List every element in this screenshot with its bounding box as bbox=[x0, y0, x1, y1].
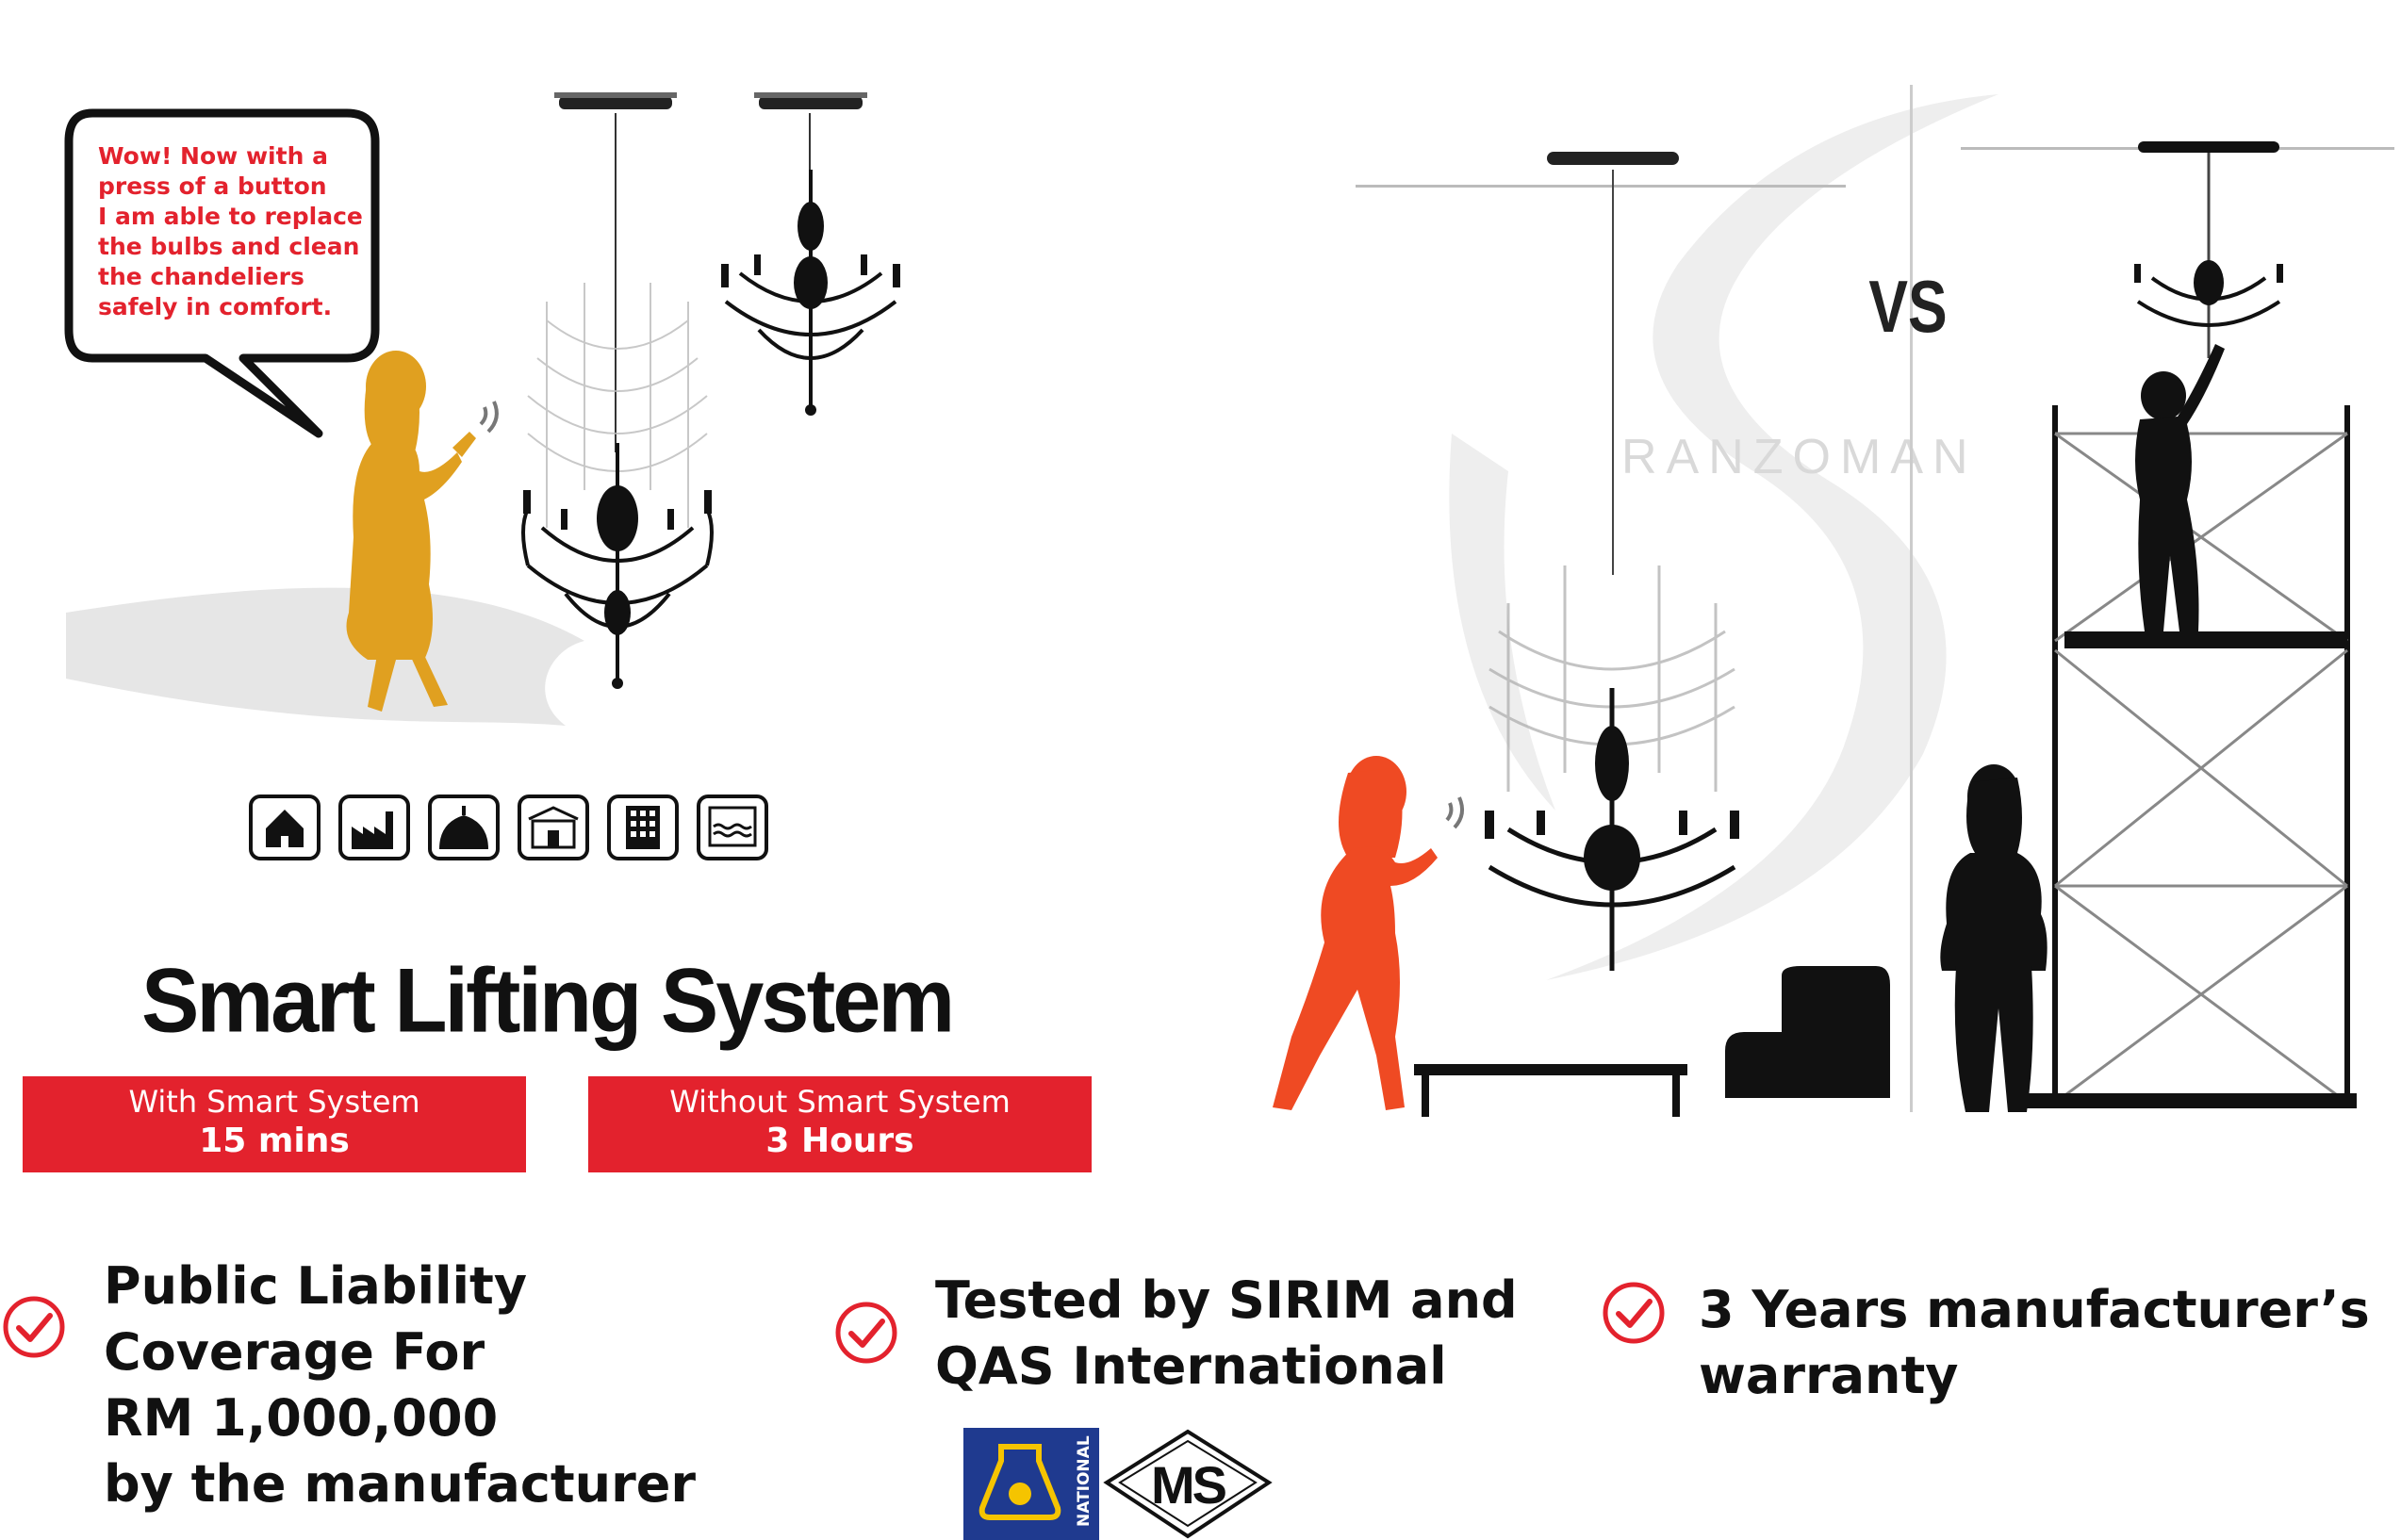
without-smart-system-value: 3 Hours bbox=[765, 1122, 914, 1160]
bubble-line: press of a button bbox=[98, 172, 327, 200]
feature-tested-sirim: Tested by SIRIM and QAS International bbox=[935, 1268, 1595, 1400]
bubble-line: the bulbs and clean bbox=[98, 233, 360, 260]
without-smart-system-label: Without Smart System bbox=[669, 1084, 1011, 1120]
lift-cable-left bbox=[615, 113, 617, 452]
building-icon bbox=[607, 795, 679, 860]
brand-watermark: RANZOMAN bbox=[1621, 430, 1978, 484]
qas-international-logo: NATIONAL bbox=[963, 1428, 1099, 1540]
lift-cable-comparison bbox=[1612, 170, 1614, 575]
with-smart-system-box: With Smart System 15 mins bbox=[23, 1076, 526, 1172]
chair-silhouette bbox=[1725, 966, 1890, 1098]
chandelier-lowered-comparison bbox=[1485, 565, 1739, 971]
qas-logo-text: NATIONAL bbox=[1075, 1435, 1094, 1527]
bubble-line: I am able to replace bbox=[98, 203, 363, 230]
table-silhouette bbox=[1414, 1064, 1687, 1117]
bubble-line: safely in comfort. bbox=[98, 293, 333, 320]
feature-line: RM 1,000,000 bbox=[104, 1388, 499, 1448]
page-title: Smart Lifting System bbox=[141, 950, 955, 1052]
house-icon bbox=[249, 795, 321, 860]
center-divider bbox=[1910, 85, 1913, 1112]
without-smart-system-box: Without Smart System 3 Hours bbox=[588, 1076, 1092, 1172]
ceiling-mount-left bbox=[554, 92, 677, 109]
worker-silhouette bbox=[2135, 344, 2225, 631]
feature-line: by the manufacturer bbox=[104, 1454, 697, 1514]
raised-chandelier-comparison bbox=[2134, 141, 2283, 358]
with-smart-system-label: With Smart System bbox=[128, 1084, 420, 1120]
feature-public-liability: Public Liability Coverage For RM 1,000,0… bbox=[104, 1253, 820, 1517]
mosque-icon bbox=[428, 795, 500, 860]
check-circle-icon bbox=[1603, 1282, 1665, 1344]
ceiling-line-left bbox=[1356, 185, 1846, 188]
scaffold-tower bbox=[2027, 405, 2357, 1108]
check-circle-icon bbox=[835, 1302, 897, 1364]
ceiling-mount-comparison bbox=[1547, 152, 1679, 165]
swoosh-background bbox=[66, 587, 584, 726]
feature-line: QAS International bbox=[935, 1336, 1447, 1396]
check-circle-icon bbox=[3, 1296, 65, 1358]
standing-woman-silhouette bbox=[1940, 764, 2047, 1112]
swoosh-watermark bbox=[1449, 94, 1998, 980]
woman-with-remote-comparison bbox=[1273, 756, 1465, 1110]
hall-icon bbox=[518, 795, 589, 860]
ms-standard-logo: MS bbox=[1101, 1428, 1275, 1540]
woman-with-remote-illustration bbox=[346, 351, 499, 712]
vs-label: VS bbox=[1868, 265, 1948, 348]
chandelier-raised bbox=[721, 170, 900, 416]
waves-icon bbox=[697, 795, 768, 860]
with-smart-system-value: 15 mins bbox=[199, 1122, 350, 1160]
feature-line: Public Liability bbox=[104, 1256, 528, 1316]
bubble-line: the chandeliers bbox=[98, 263, 304, 290]
feature-line: 3 Years manufacturer’s bbox=[1699, 1280, 2370, 1339]
bubble-line: Wow! Now with a bbox=[98, 142, 328, 170]
feature-warranty: 3 Years manufacturer’s warranty bbox=[1699, 1277, 2396, 1409]
speech-bubble bbox=[64, 108, 380, 438]
feature-line: warranty bbox=[1699, 1346, 1959, 1405]
ms-logo-text: MS bbox=[1151, 1455, 1227, 1515]
feature-line: Coverage For bbox=[104, 1322, 485, 1382]
factory-icon bbox=[338, 795, 410, 860]
feature-line: Tested by SIRIM and bbox=[935, 1270, 1518, 1330]
speech-bubble-text: Wow! Now with a press of a button I am a… bbox=[98, 141, 381, 322]
lift-cable-right bbox=[809, 113, 811, 179]
ceiling-mount-right bbox=[754, 92, 867, 109]
chandelier-lowered bbox=[521, 283, 714, 689]
